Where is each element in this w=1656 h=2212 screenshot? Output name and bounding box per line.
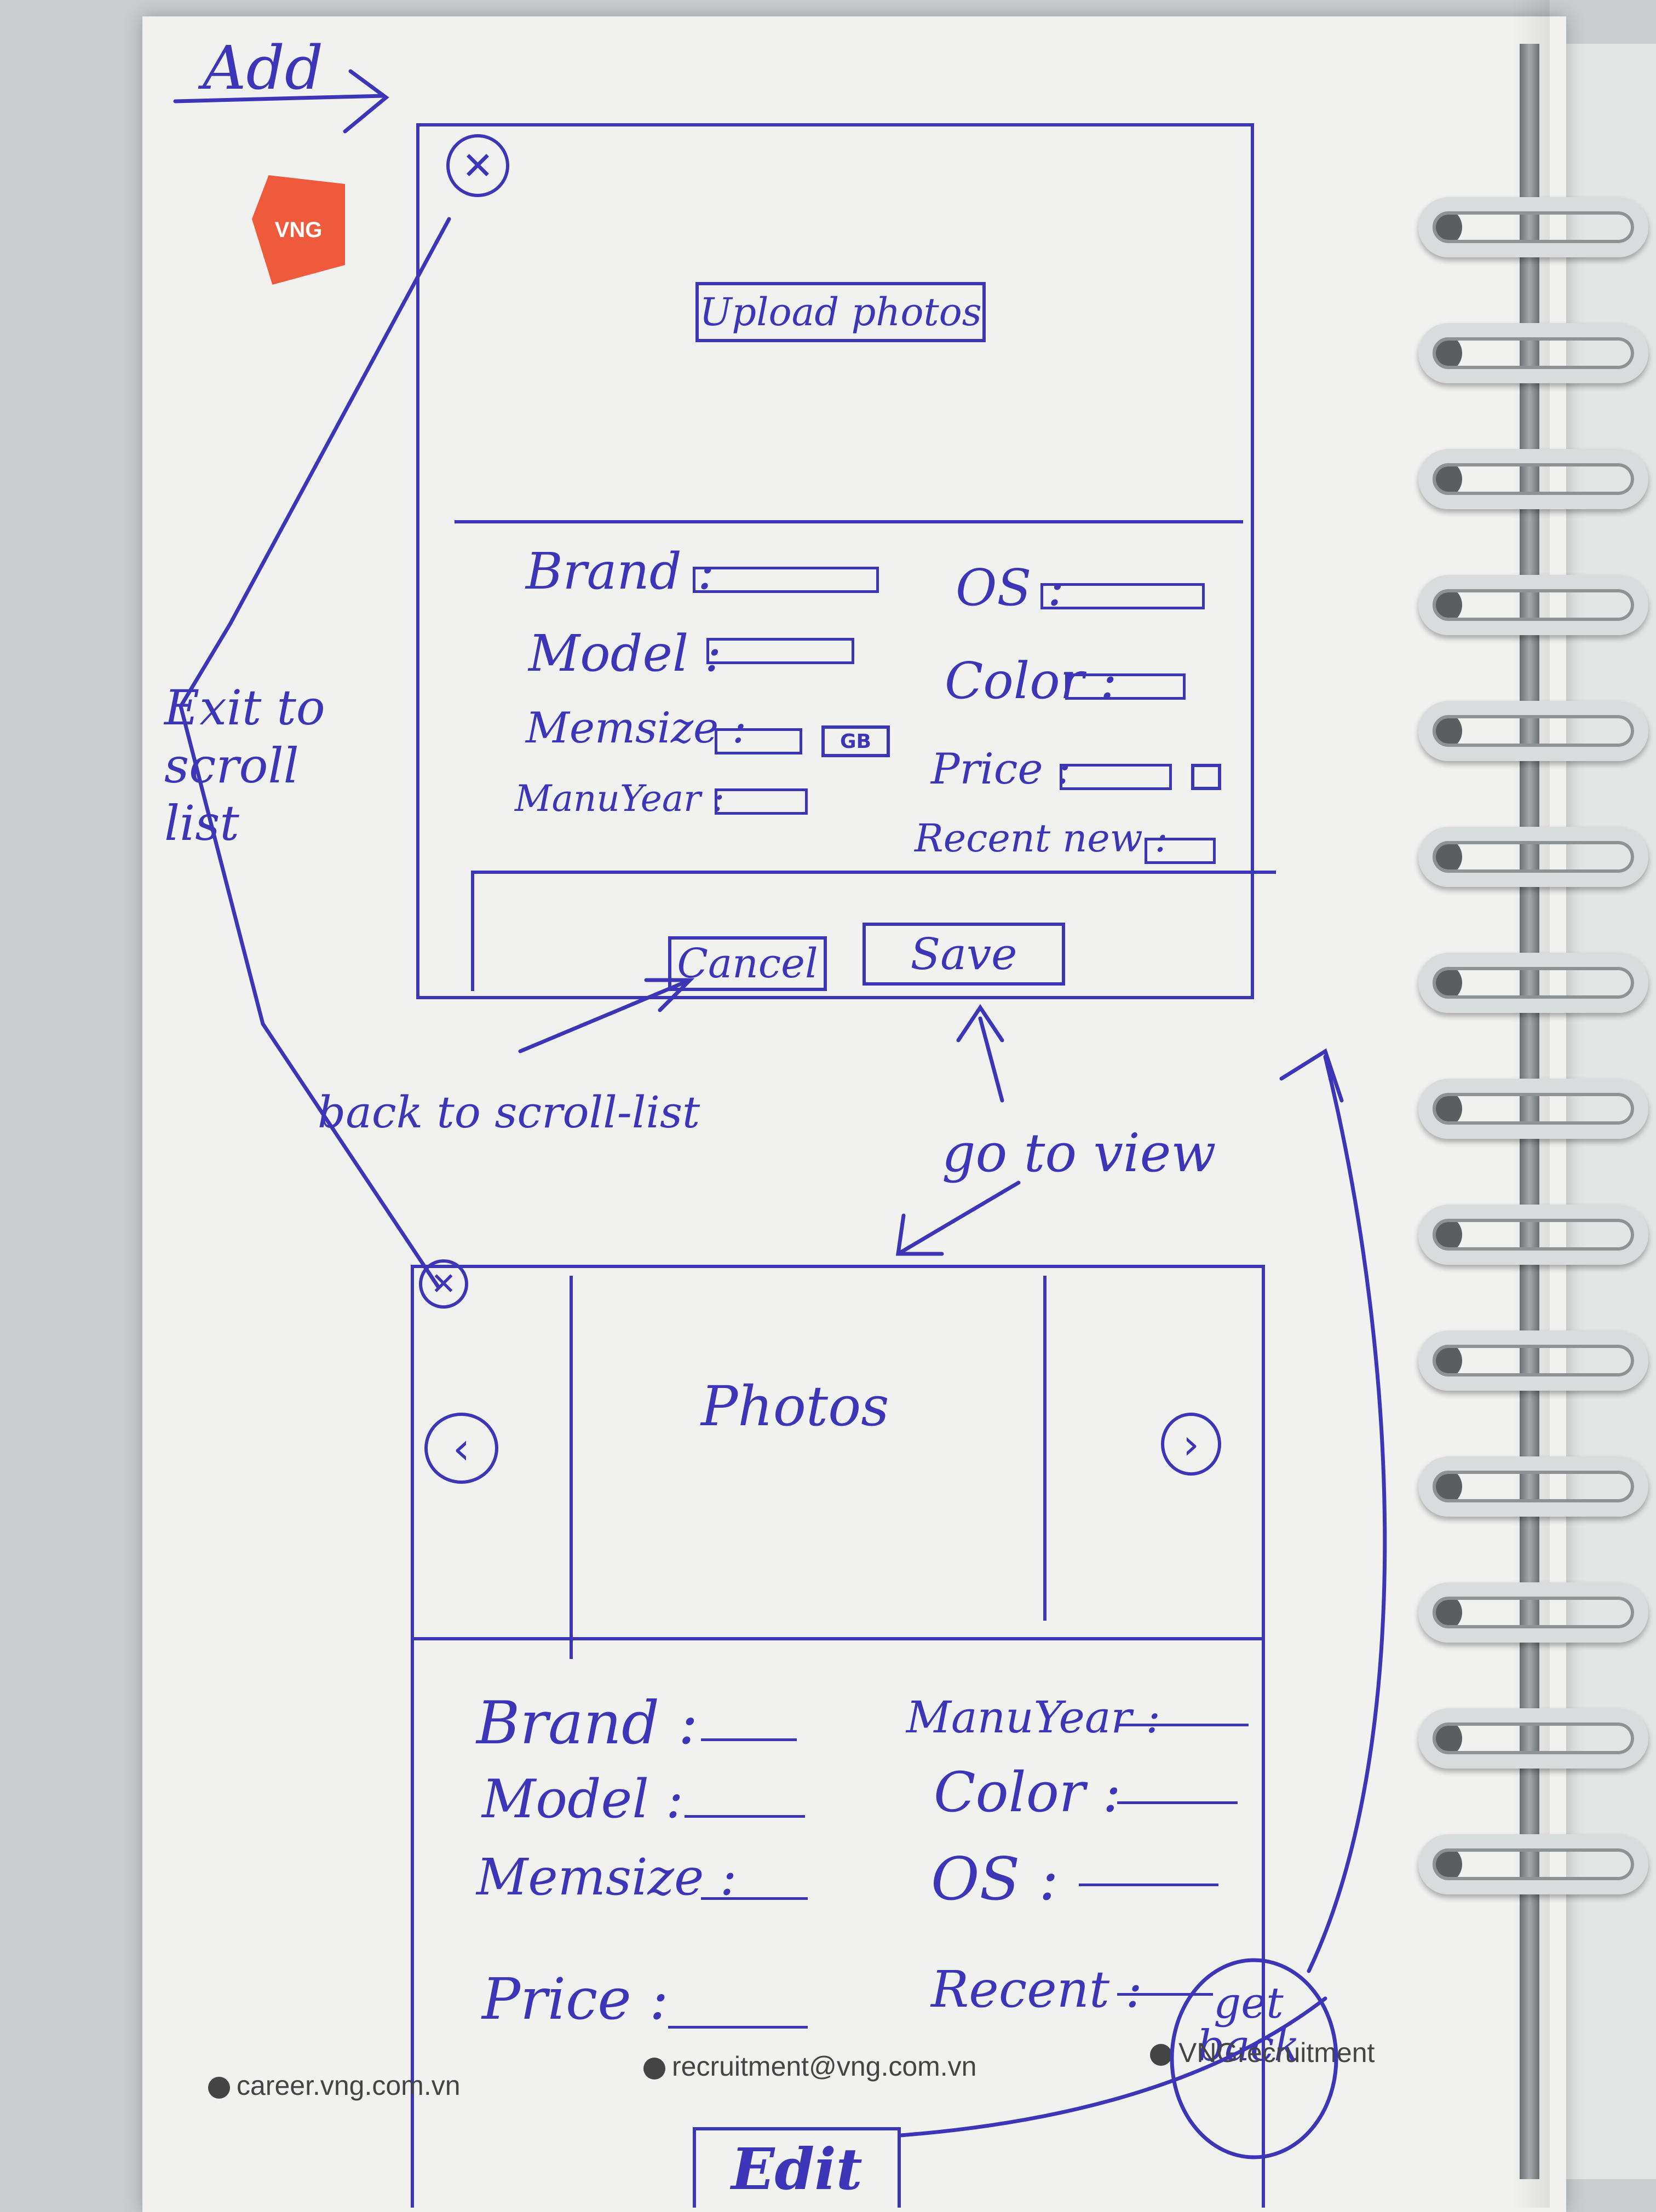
binding-ring	[1418, 323, 1648, 383]
brand-label: Brand :	[526, 542, 715, 601]
view-color-value	[1117, 1801, 1238, 1804]
cancel-button[interactable]: Cancel	[668, 936, 827, 991]
annotation-go-to-view: go to view	[942, 1122, 1216, 1184]
binding-ring	[1418, 1330, 1648, 1391]
get-back-circle	[1170, 1958, 1338, 2159]
vng-logo: VNG	[252, 175, 345, 285]
binding-ring	[1418, 449, 1648, 509]
add-screen-frame	[416, 123, 1254, 999]
color-label: Color :	[945, 652, 1117, 710]
divider	[455, 520, 1243, 523]
edit-button[interactable]: Edit	[693, 2127, 901, 2208]
view-price-value	[668, 2026, 808, 2029]
view-os-value	[1079, 1883, 1218, 1886]
view-brand-label: Brand :	[476, 1689, 698, 1758]
model-label: Model :	[528, 624, 722, 683]
model-input[interactable]	[706, 638, 854, 664]
view-os-label: OS :	[931, 1845, 1059, 1914]
globe-icon	[208, 2076, 230, 2099]
memsize-input[interactable]	[715, 728, 802, 754]
footer-social: VNGrecruitment	[1150, 2037, 1375, 2069]
exit-arrow-curve	[179, 217, 451, 1289]
recent-new-label: Recent new :	[915, 816, 1168, 861]
price-currency-select[interactable]	[1191, 764, 1221, 790]
chevron-left-icon[interactable]: ‹	[424, 1413, 498, 1484]
footer-frame-left	[471, 871, 474, 991]
view-price-label: Price :	[482, 1966, 669, 2032]
binding-ring	[1418, 953, 1648, 1013]
chevron-right-icon[interactable]: ›	[1161, 1413, 1221, 1476]
facebook-icon	[1150, 2043, 1172, 2066]
view-model-label: Model :	[482, 1769, 683, 1830]
price-input[interactable]	[1060, 764, 1172, 790]
recent-new-input[interactable]	[1145, 838, 1216, 864]
memsize-unit-select[interactable]: GB	[821, 725, 890, 757]
go-to-view-arrow	[895, 1180, 1021, 1256]
annotation-back-to-scroll-list: back to scroll-list	[318, 1087, 700, 1138]
view-memsize-value	[701, 1897, 808, 1900]
view-model-value	[685, 1815, 805, 1818]
back-to-list-arrow	[518, 978, 695, 1053]
price-label: Price :	[931, 745, 1071, 794]
binding-ring	[1418, 197, 1648, 257]
view-color-label: Color :	[934, 1760, 1122, 1824]
view-recent-value	[1117, 1993, 1213, 1996]
photo-frame-right	[1043, 1276, 1046, 1621]
photo-frame-left	[570, 1276, 573, 1659]
binding-bar	[1520, 44, 1539, 2179]
view-memsize-label: Memsize :	[476, 1848, 737, 1906]
divider	[411, 1637, 1265, 1640]
manuyear-label: ManuYear :	[515, 777, 725, 820]
close-icon[interactable]: ✕	[419, 1259, 468, 1309]
save-button[interactable]: Save	[863, 923, 1065, 986]
footer-email: recruitment@vng.com.vn	[643, 2050, 977, 2082]
view-manuyear-label: ManuYear :	[906, 1692, 1161, 1743]
os-input[interactable]	[1040, 583, 1205, 609]
divider	[471, 871, 1276, 874]
memsize-label: Memsize :	[526, 704, 747, 753]
annotation-add: Add	[203, 33, 324, 103]
view-screen-frame	[411, 1265, 1265, 2208]
mail-icon	[643, 2057, 665, 2079]
photos-label: Photos	[701, 1374, 889, 1438]
manuyear-input[interactable]	[715, 788, 808, 815]
upload-photos-button[interactable]: Upload photos	[695, 282, 986, 342]
color-input[interactable]	[1065, 673, 1186, 700]
notebook-paper	[142, 16, 1566, 2212]
view-brand-value	[701, 1738, 797, 1741]
add-arrow	[173, 69, 389, 134]
footer-website: career.vng.com.vn	[208, 2070, 461, 2101]
save-up-arrow	[956, 1004, 1004, 1103]
view-recent-label: Recent :	[931, 1960, 1143, 2019]
close-icon[interactable]: ✕	[446, 134, 509, 197]
edit-to-get-back-curve	[899, 1996, 1327, 2138]
view-manuyear-value	[1117, 1724, 1249, 1726]
get-back-curve	[1279, 1048, 1387, 1973]
brand-input[interactable]	[693, 567, 879, 593]
